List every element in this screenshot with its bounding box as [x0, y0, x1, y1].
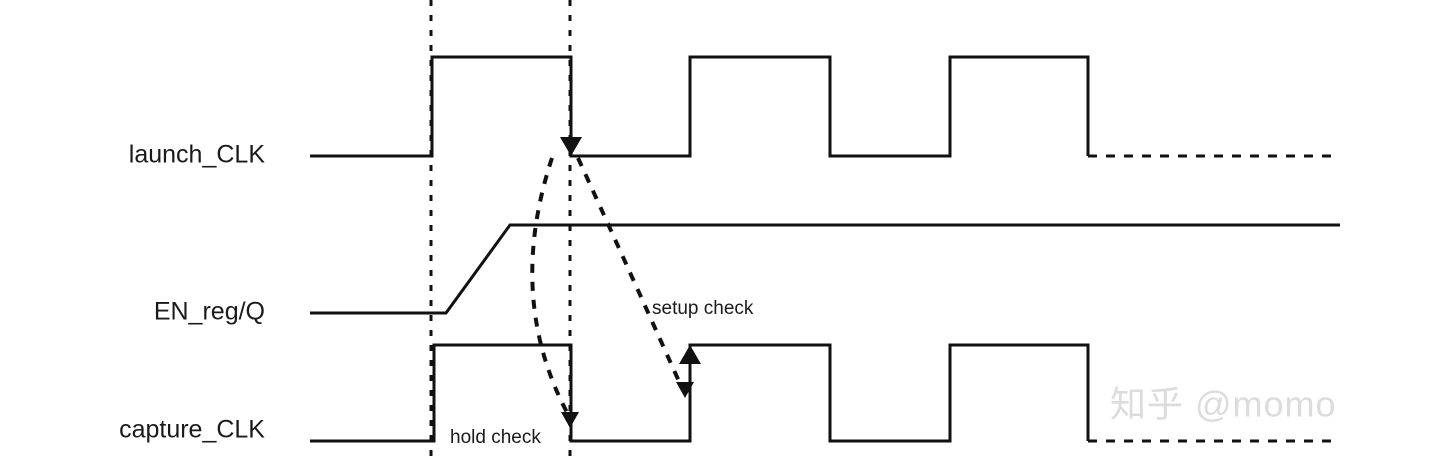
- guide-lines-group: [429, 0, 572, 464]
- edge-arrows-group: [560, 137, 701, 364]
- signal-label-launch-clk: launch_CLK: [129, 141, 266, 169]
- capture-rising-edge-arrow-icon: [679, 345, 701, 364]
- setup-check-label: setup check: [652, 298, 754, 319]
- annotation-hold-check: hold check: [450, 157, 579, 448]
- launch-clk-waveform: [310, 55, 1090, 158]
- hold-check-arrow-icon: [561, 412, 579, 428]
- watermark: 知乎 @momo: [1110, 384, 1337, 425]
- setup-check-arc: [576, 157, 684, 389]
- hold-check-label: hold check: [450, 427, 541, 448]
- annotation-setup-check: setup check: [576, 157, 754, 398]
- launch-falling-edge-arrow-icon: [560, 137, 582, 156]
- capture-clk-waveform: [310, 343, 1090, 443]
- signal-launch-clk: launch_CLK: [129, 55, 1340, 169]
- setup-check-arrow-icon: [676, 382, 694, 398]
- en-reg-q-waveform: [310, 223, 1340, 315]
- signal-label-en-reg-q: EN_reg/Q: [154, 298, 265, 326]
- hold-check-arc: [530, 157, 572, 419]
- signal-en-reg-q: EN_reg/Q: [154, 223, 1340, 326]
- signal-label-capture-clk: capture_CLK: [119, 416, 265, 444]
